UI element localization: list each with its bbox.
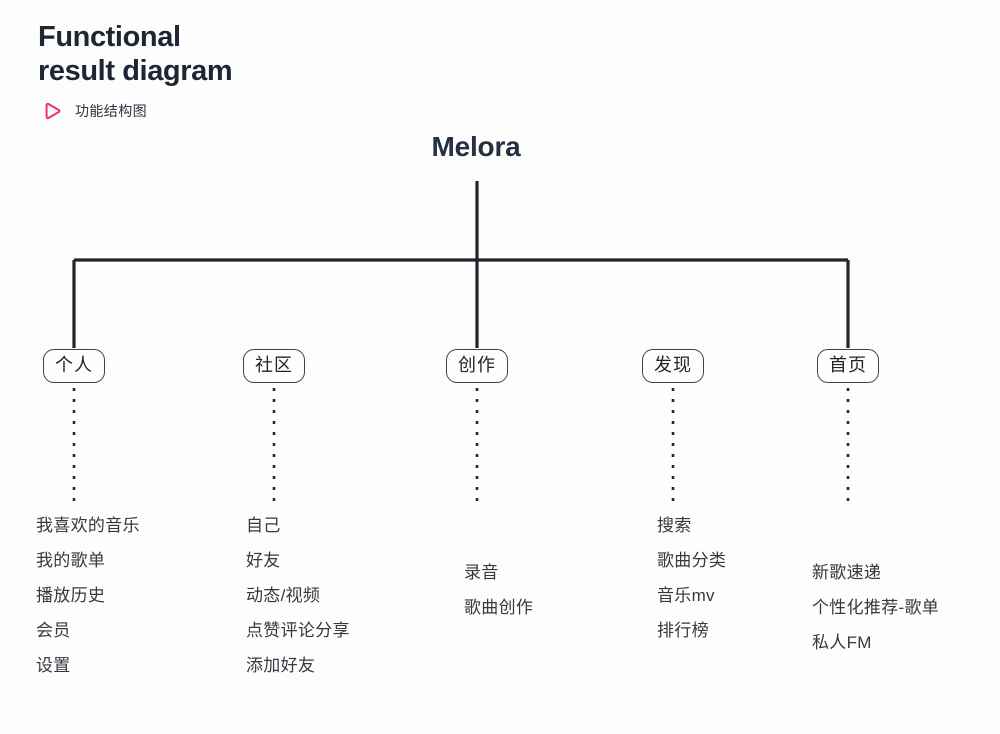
leaf-list-discover: 搜索 歌曲分类 音乐mv 排行榜 bbox=[657, 508, 726, 648]
list-item[interactable]: 播放历史 bbox=[36, 586, 106, 605]
list-item[interactable]: 录音 bbox=[464, 563, 499, 582]
leaf-list-create: 录音 歌曲创作 bbox=[464, 555, 533, 625]
list-item[interactable]: 动态/视频 bbox=[246, 586, 321, 605]
leaf-list-personal: 我喜欢的音乐 我的歌单 播放历史 会员 设置 bbox=[36, 508, 140, 683]
list-item[interactable]: 设置 bbox=[36, 656, 71, 675]
branch-node-create[interactable]: 创作 bbox=[446, 349, 508, 383]
header: Functional result diagram 功能结构图 bbox=[38, 20, 458, 121]
subtitle-row: 功能结构图 bbox=[43, 101, 458, 121]
list-item[interactable]: 我喜欢的音乐 bbox=[36, 516, 140, 535]
list-item[interactable]: 我的歌单 bbox=[36, 551, 106, 570]
list-item[interactable]: 歌曲创作 bbox=[464, 598, 534, 617]
list-item[interactable]: 会员 bbox=[36, 621, 71, 640]
branch-node-home[interactable]: 首页 bbox=[817, 349, 879, 383]
list-item[interactable]: 点赞评论分享 bbox=[246, 621, 350, 640]
list-item[interactable]: 好友 bbox=[246, 551, 281, 570]
play-triangle-outline-icon bbox=[45, 102, 61, 120]
page-title-line-1: Functional bbox=[38, 21, 181, 53]
list-item[interactable]: 音乐mv bbox=[657, 586, 715, 605]
subtitle-text: 功能结构图 bbox=[75, 103, 147, 119]
list-item[interactable]: 歌曲分类 bbox=[657, 551, 727, 570]
list-item[interactable]: 私人FM bbox=[812, 633, 872, 652]
page-title-line-2: result diagram bbox=[38, 55, 233, 87]
list-item[interactable]: 个性化推荐-歌单 bbox=[812, 598, 940, 617]
list-item[interactable]: 自己 bbox=[246, 516, 281, 535]
list-item[interactable]: 搜索 bbox=[657, 516, 692, 535]
branch-node-community[interactable]: 社区 bbox=[243, 349, 305, 383]
branch-node-discover[interactable]: 发现 bbox=[642, 349, 704, 383]
list-item[interactable]: 新歌速递 bbox=[812, 563, 882, 582]
root-node-label: Melora bbox=[431, 131, 521, 162]
list-item[interactable]: 添加好友 bbox=[246, 656, 316, 675]
leaf-list-community: 自己 好友 动态/视频 点赞评论分享 添加好友 bbox=[246, 508, 350, 683]
list-item[interactable]: 排行榜 bbox=[657, 621, 709, 640]
branch-node-personal[interactable]: 个人 bbox=[43, 349, 105, 383]
leaf-list-home: 新歌速递 个性化推荐-歌单 私人FM bbox=[812, 555, 939, 660]
